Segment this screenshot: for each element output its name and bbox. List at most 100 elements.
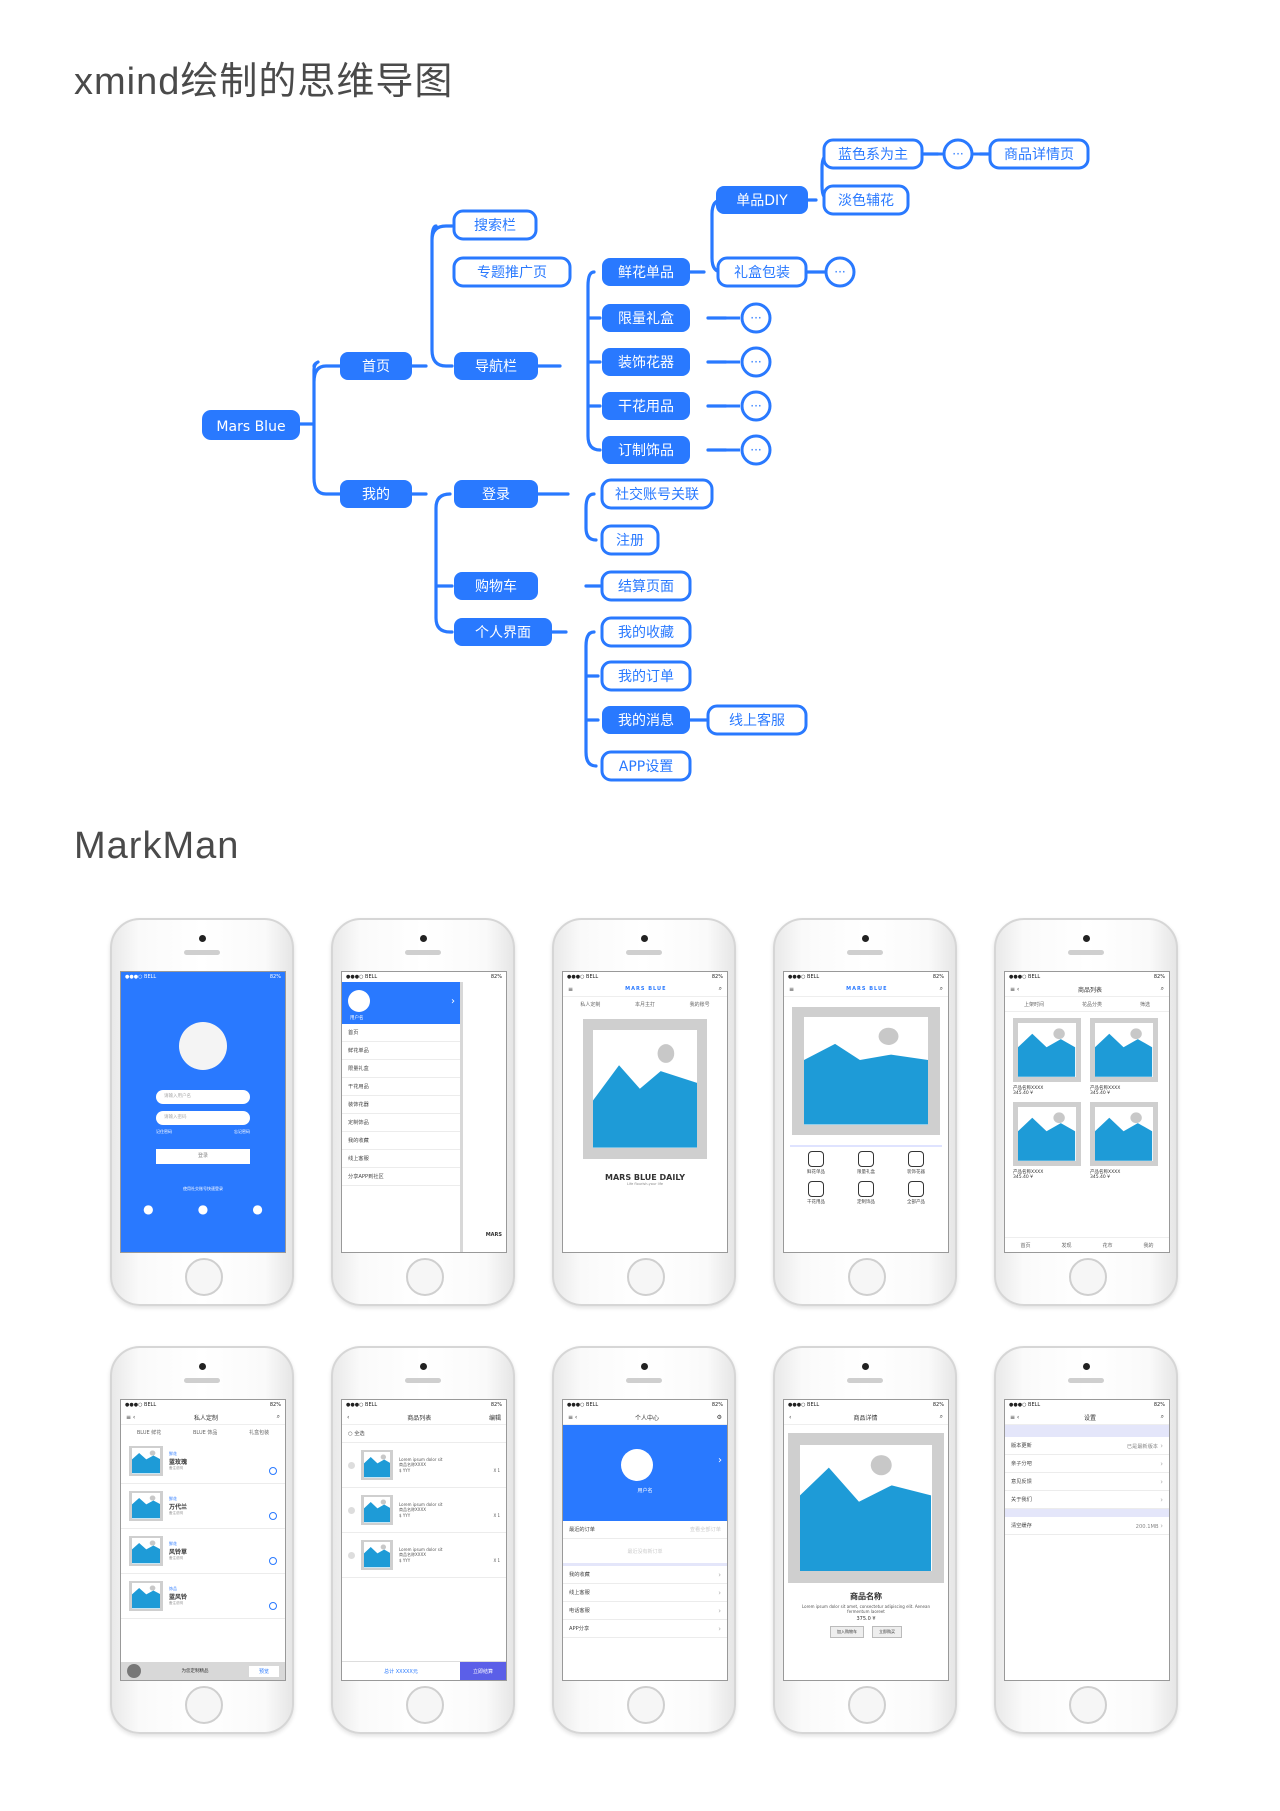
- custom-item[interactable]: 鲜花蓝玫瑰备注说明: [121, 1439, 285, 1484]
- settings-icon[interactable]: ⚙: [716, 1413, 722, 1421]
- side-menu-item[interactable]: 定制饰品: [342, 1114, 460, 1132]
- back-icon[interactable]: ≡ ‹: [126, 1413, 136, 1421]
- side-menu-item[interactable]: 首页: [342, 1024, 460, 1042]
- avatar[interactable]: [621, 1449, 653, 1481]
- wechat-icon[interactable]: ●: [197, 1202, 209, 1216]
- back-icon[interactable]: ‹: [789, 1413, 792, 1421]
- weibo-icon[interactable]: ●: [252, 1202, 263, 1216]
- side-menu-item[interactable]: 鲜花单品: [342, 1042, 460, 1060]
- avatar[interactable]: [348, 990, 370, 1012]
- personal-menu-item[interactable]: 电话客服›: [563, 1602, 727, 1620]
- side-menu-item[interactable]: 线上客服: [342, 1150, 460, 1168]
- product-thumbnail[interactable]: [129, 1446, 163, 1476]
- password-input[interactable]: 请输入密码: [156, 1111, 250, 1125]
- buy-now-button[interactable]: 立即购买: [872, 1626, 902, 1638]
- settings-item[interactable]: 版本更新已是最新版本 ›: [1005, 1437, 1169, 1455]
- item-checkbox[interactable]: [348, 1506, 355, 1514]
- side-menu-item[interactable]: 我的收藏: [342, 1132, 460, 1150]
- banner-image[interactable]: [583, 1019, 707, 1159]
- custom-item[interactable]: 鲜花万代兰备注说明: [121, 1484, 285, 1529]
- tab-monthly[interactable]: 本月主打: [634, 1001, 655, 1008]
- qq-icon[interactable]: ●: [143, 1202, 154, 1216]
- tab-flowers[interactable]: BLUE 鲜花: [136, 1429, 162, 1436]
- back-icon[interactable]: ≡ ‹: [1010, 1413, 1020, 1421]
- personal-menu-item[interactable]: 我的收藏›: [563, 1566, 727, 1584]
- product-thumbnail[interactable]: [361, 1495, 393, 1525]
- product-thumbnail[interactable]: [129, 1581, 163, 1611]
- login-button[interactable]: 登录: [156, 1149, 250, 1164]
- select-radio[interactable]: [269, 1602, 277, 1610]
- chevron-right-icon[interactable]: ›: [718, 1455, 722, 1466]
- avatar[interactable]: [179, 1022, 227, 1070]
- custom-item[interactable]: 饰品蓝风铃备注说明: [121, 1574, 285, 1619]
- select-radio[interactable]: [269, 1467, 277, 1475]
- view-all-orders-link[interactable]: 查看全部订单: [689, 1527, 721, 1533]
- checkout-button[interactable]: 立即结算: [460, 1662, 506, 1680]
- filter-category[interactable]: 花品分类: [1081, 1001, 1102, 1008]
- home-button[interactable]: [1069, 1686, 1107, 1724]
- back-icon[interactable]: ≡ ‹: [568, 1413, 578, 1421]
- search-icon[interactable]: ⌕: [718, 985, 722, 992]
- category-item[interactable]: 装饰花器: [894, 1151, 938, 1175]
- side-menu-item[interactable]: 干花用品: [342, 1078, 460, 1096]
- category-item[interactable]: 全部产品: [894, 1181, 938, 1205]
- back-icon[interactable]: ‹: [347, 1413, 350, 1421]
- cart-icon[interactable]: ⌕: [1160, 1413, 1164, 1420]
- tab-private[interactable]: 私人定制: [580, 1001, 601, 1008]
- product-thumbnail[interactable]: [129, 1491, 163, 1521]
- add-to-cart-button[interactable]: 加入购物车: [830, 1626, 864, 1638]
- home-button[interactable]: [848, 1686, 886, 1724]
- select-radio[interactable]: [269, 1512, 277, 1520]
- custom-item[interactable]: 鲜花风铃草备注说明: [121, 1529, 285, 1574]
- home-button[interactable]: [627, 1686, 665, 1724]
- product-thumbnail[interactable]: [1013, 1102, 1081, 1166]
- remember-password-toggle[interactable]: 记住密码: [156, 1129, 172, 1134]
- filter-time[interactable]: 上架时间: [1023, 1001, 1044, 1008]
- category-item[interactable]: 干花用品: [794, 1181, 838, 1205]
- settings-item[interactable]: 关于我们 ›: [1005, 1491, 1169, 1509]
- product-thumbnail[interactable]: [1013, 1018, 1081, 1082]
- product-image[interactable]: [788, 1433, 944, 1583]
- tab-gift-box[interactable]: 礼盒包装: [249, 1429, 270, 1436]
- preview-button[interactable]: 预览: [248, 1665, 279, 1677]
- product-thumbnail[interactable]: [361, 1540, 393, 1570]
- category-item[interactable]: 定制饰品: [844, 1181, 888, 1205]
- home-button[interactable]: [406, 1258, 444, 1296]
- product-thumbnail[interactable]: [1090, 1018, 1158, 1082]
- home-button[interactable]: [185, 1686, 223, 1724]
- product-thumbnail[interactable]: [361, 1450, 393, 1480]
- forgot-password-link[interactable]: 忘记密码: [234, 1129, 250, 1134]
- menu-icon[interactable]: ≡: [568, 985, 574, 993]
- tabbar-market[interactable]: 花市: [1102, 1242, 1113, 1249]
- select-radio[interactable]: [269, 1557, 277, 1565]
- tabbar-mine[interactable]: 我的: [1143, 1242, 1154, 1249]
- home-button[interactable]: [627, 1258, 665, 1296]
- edit-button[interactable]: 编辑: [488, 1414, 501, 1422]
- home-button[interactable]: [406, 1686, 444, 1724]
- username-input[interactable]: 请输入用户名: [156, 1090, 250, 1104]
- item-checkbox[interactable]: [348, 1551, 355, 1559]
- personal-menu-item[interactable]: APP分享›: [563, 1620, 727, 1638]
- tab-account[interactable]: 我的账号: [689, 1001, 710, 1008]
- basket-icon[interactable]: [127, 1664, 141, 1678]
- chevron-right-icon[interactable]: ›: [451, 996, 455, 1007]
- tabbar-discover[interactable]: 发现: [1061, 1242, 1072, 1249]
- settings-item[interactable]: 意见反馈 ›: [1005, 1473, 1169, 1491]
- cart-icon[interactable]: ⌕: [1160, 985, 1164, 992]
- side-menu-item[interactable]: 分享APP到社区: [342, 1168, 460, 1186]
- side-menu-item[interactable]: 装饰花器: [342, 1096, 460, 1114]
- category-item[interactable]: 鲜花单品: [794, 1151, 838, 1175]
- category-item[interactable]: 限量礼盒: [844, 1151, 888, 1175]
- filter-more[interactable]: 筛选: [1139, 1001, 1150, 1008]
- home-button[interactable]: [185, 1258, 223, 1296]
- tab-accessories[interactable]: BLUE 饰品: [192, 1429, 218, 1436]
- tabbar-home[interactable]: 首页: [1020, 1242, 1031, 1249]
